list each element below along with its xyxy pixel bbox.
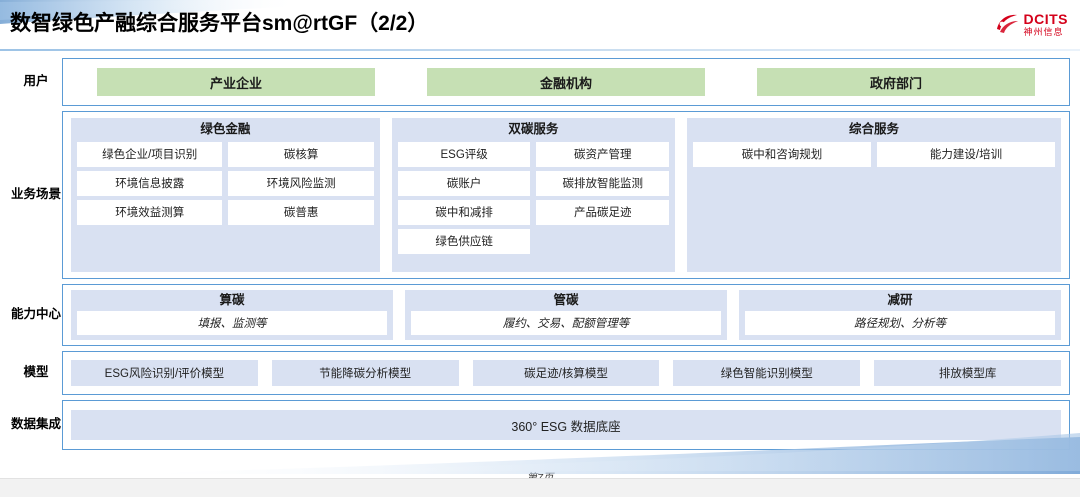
capability-column-reduce-research[interactable]: 减研 路径规划、分析等 [739, 290, 1061, 340]
row-models-box: ESG风险识别/评价模型 节能降碳分析模型 碳足迹/核算模型 绿色智能识别模型 … [62, 351, 1070, 395]
list-item[interactable]: 绿色智能识别模型 [673, 360, 861, 386]
capability-column-manage-carbon[interactable]: 管碳 履约、交易、配额管理等 [405, 290, 727, 340]
dcits-logo-mark [994, 13, 1020, 35]
row-label-capability: 能力中心 [10, 307, 61, 322]
list-item[interactable]: 金融机构 [401, 68, 731, 96]
row-data-box: 360° ESG 数据底座 [62, 400, 1070, 450]
list-item[interactable]: 碳中和咨询规划 [693, 141, 871, 167]
row-capability-box: 算碳 填报、监测等 管碳 履约、交易、配额管理等 减研 路径规划、分析等 [62, 284, 1070, 346]
page-title: 数智绿色产融综合服务平台sm@rtGF（2/2） [10, 12, 429, 35]
scenario-column-title: 绿色金融 [200, 122, 251, 136]
row-users-box: 产业企业 金融机构 政府部门 [62, 58, 1070, 106]
row-users: 用户 产业企业 金融机构 政府部门 [10, 58, 1070, 106]
list-item[interactable]: 绿色供应链 [397, 228, 531, 254]
data-foundation-chip[interactable]: 360° ESG 数据底座 [71, 410, 1061, 440]
capability-subtitle: 路径规划、分析等 [745, 311, 1055, 335]
list-item[interactable]: 产品碳足迹 [536, 199, 669, 225]
dcits-logo: DCITS 神州信息 [994, 9, 1069, 39]
logo-sub-text: 神州信息 [1023, 26, 1064, 37]
list-item[interactable]: 碳资产管理 [536, 141, 669, 167]
capability-title: 算碳 [219, 293, 245, 307]
scenario-column-comprehensive: 综合服务 碳中和咨询规划 能力建设/培训 [687, 118, 1061, 272]
user-chip-financial[interactable]: 金融机构 [427, 68, 705, 96]
list-item[interactable]: 碳账户 [397, 170, 531, 196]
capability-title: 减研 [887, 293, 913, 307]
list-item[interactable]: 碳排放智能监测 [536, 170, 669, 196]
row-scenarios-box: 绿色金融 绿色企业/项目识别 碳核算 环境信息披露 环境风险监测 环境效益测算 … [62, 111, 1070, 279]
row-scenarios: 业务场景 绿色金融 绿色企业/项目识别 碳核算 环境信息披露 环境风险监测 环境… [10, 111, 1070, 279]
row-label-data: 数据集成 [10, 417, 61, 432]
architecture-diagram: 用户 产业企业 金融机构 政府部门 业务场景 绿色金融 [10, 58, 1070, 468]
list-item[interactable]: 排放模型库 [874, 360, 1061, 386]
capability-subtitle: 履约、交易、配额管理等 [411, 311, 721, 335]
list-item[interactable]: 环境信息披露 [77, 170, 223, 196]
list-item[interactable]: 环境效益测算 [77, 199, 223, 225]
user-chip-government[interactable]: 政府部门 [757, 68, 1035, 96]
header-divider [0, 49, 1080, 51]
list-item[interactable]: 碳普惠 [228, 199, 374, 225]
page-header: 数智绿色产融综合服务平台sm@rtGF（2/2） DCITS 神州信息 [0, 0, 1080, 52]
row-models: 模型 ESG风险识别/评价模型 节能降碳分析模型 碳足迹/核算模型 绿色智能识别… [10, 351, 1070, 395]
row-label-scenarios: 业务场景 [10, 187, 61, 202]
list-item[interactable]: 碳核算 [228, 141, 374, 167]
list-item[interactable]: 绿色企业/项目识别 [77, 141, 223, 167]
list-item[interactable]: 环境风险监测 [228, 170, 374, 196]
logo-main-text: DCITS [1023, 10, 1068, 27]
capability-subtitle: 填报、监测等 [77, 311, 387, 335]
list-item[interactable]: 碳足迹/核算模型 [472, 360, 660, 386]
row-capability-center: 能力中心 算碳 填报、监测等 管碳 履约、交易、配额管理等 减研 路径规划、分析… [10, 284, 1070, 346]
row-label-models: 模型 [23, 365, 49, 380]
row-label-users: 用户 [23, 74, 49, 89]
bottom-strip [0, 478, 1080, 497]
list-item[interactable]: 能力建设/培训 [877, 141, 1055, 167]
list-item[interactable]: 碳中和减排 [397, 199, 531, 225]
capability-title: 管碳 [553, 293, 579, 307]
list-item[interactable]: 节能降碳分析模型 [271, 360, 459, 386]
user-chip-industry[interactable]: 产业企业 [97, 68, 375, 96]
capability-column-calc-carbon[interactable]: 算碳 填报、监测等 [71, 290, 393, 340]
list-item[interactable]: ESG评级 [397, 141, 531, 167]
scenario-column-green-finance: 绿色金融 绿色企业/项目识别 碳核算 环境信息披露 环境风险监测 环境效益测算 … [71, 118, 380, 272]
list-item[interactable]: 产业企业 [71, 68, 401, 96]
row-data-integration: 数据集成 360° ESG 数据底座 [10, 400, 1070, 450]
scenario-column-dual-carbon: 双碳服务 ESG评级 碳资产管理 碳账户 碳排放智能监测 碳中和减排 产品碳足迹… [391, 118, 675, 272]
scenario-column-title: 综合服务 [848, 122, 899, 136]
list-item[interactable]: ESG风险识别/评价模型 [71, 360, 258, 386]
scenario-column-title: 双碳服务 [508, 122, 559, 136]
list-item[interactable]: 政府部门 [731, 68, 1061, 96]
